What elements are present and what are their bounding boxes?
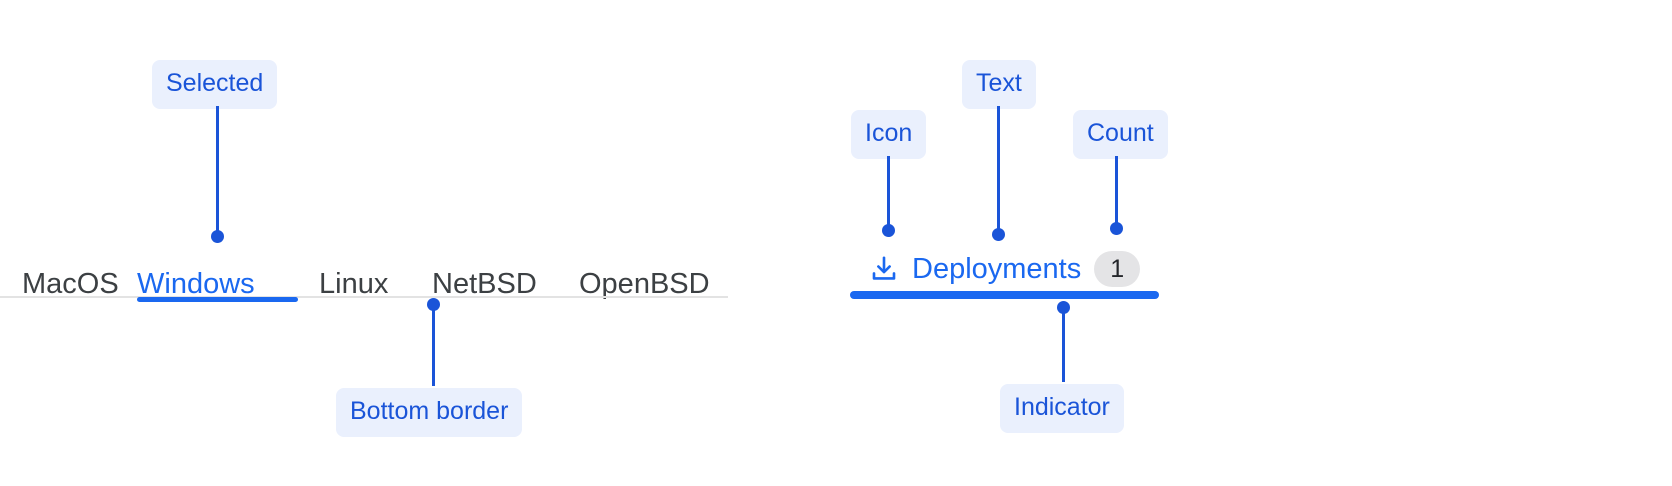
tab-selected-underline: [137, 297, 298, 302]
leader-line-selected: [216, 106, 219, 236]
tab-linux[interactable]: Linux: [319, 268, 389, 300]
tab-strip-separator: [0, 296, 728, 298]
tab-netbsd[interactable]: NetBSD: [432, 268, 537, 300]
callout-selected: Selected: [152, 60, 278, 109]
tab-deployments[interactable]: Deployments 1: [869, 248, 1141, 290]
leader-line-text: [997, 106, 1000, 234]
tab-windows[interactable]: Windows: [137, 268, 255, 300]
leader-dot-icon: [882, 224, 895, 237]
leader-dot-selected: [211, 230, 224, 243]
callout-indicator: Indicator: [1000, 384, 1124, 433]
tab-deployments-count-badge: 1: [1094, 251, 1141, 287]
tab-openbsd[interactable]: OpenBSD: [579, 268, 710, 300]
leader-line-indicator: [1062, 307, 1065, 382]
leader-line-icon: [887, 156, 890, 230]
callout-text: Text: [962, 60, 1036, 109]
tab-deployments-indicator: [850, 291, 1159, 299]
tab-deployments-label: Deployments: [912, 252, 1082, 285]
leader-line-bottom-border: [432, 304, 435, 386]
leader-dot-text: [992, 228, 1005, 241]
callout-icon: Icon: [851, 110, 927, 159]
callout-count: Count: [1073, 110, 1168, 159]
callout-bottom-border: Bottom border: [336, 388, 523, 437]
tab-list-os: MacOS Windows Linux NetBSD OpenBSD: [0, 243, 728, 299]
download-icon: [869, 254, 899, 284]
tab-macos[interactable]: MacOS: [22, 268, 119, 300]
leader-dot-count: [1110, 222, 1123, 235]
leader-line-count: [1115, 156, 1118, 228]
